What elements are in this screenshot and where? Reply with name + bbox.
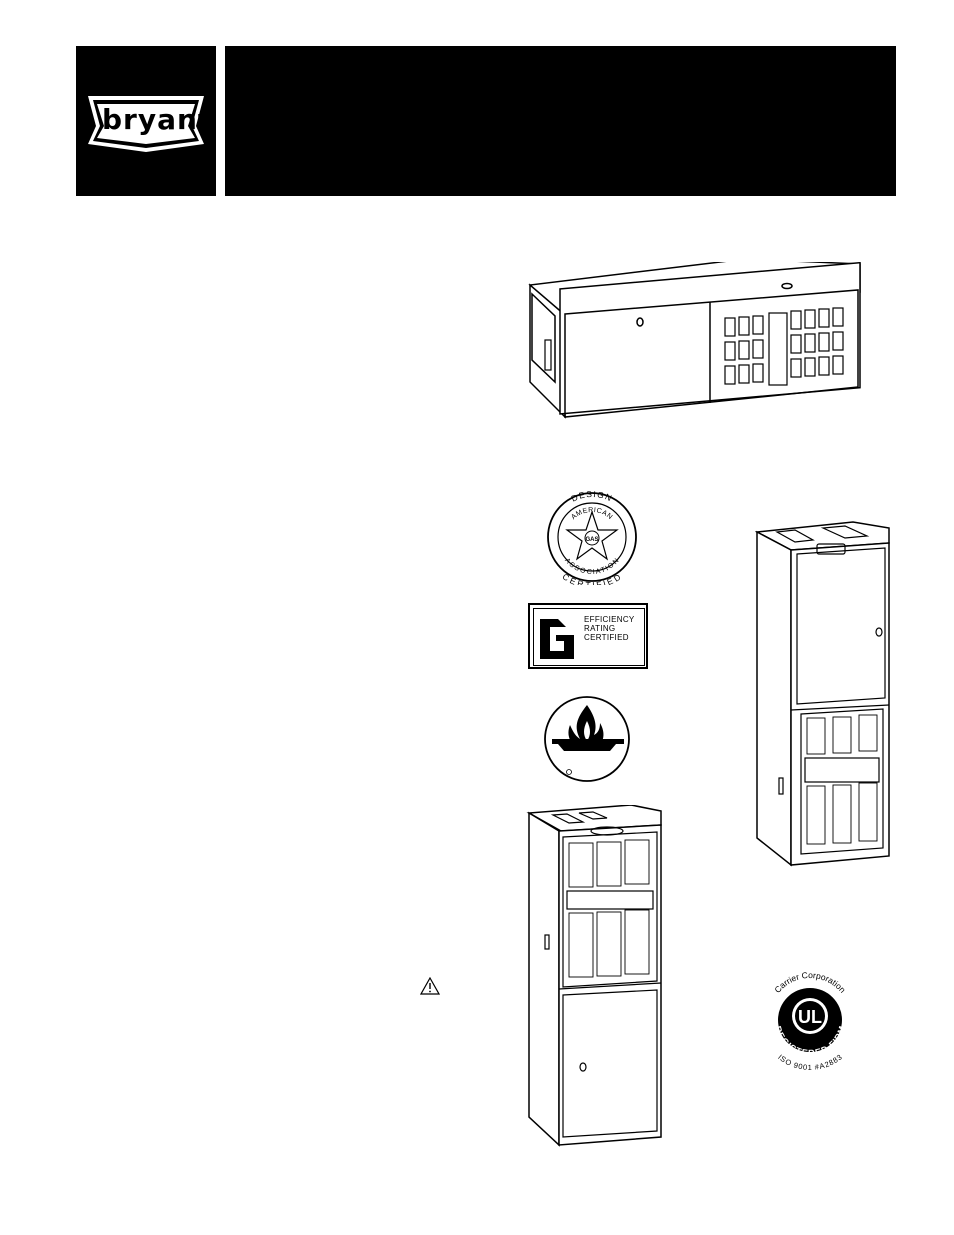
efficiency-g-icon (540, 619, 574, 659)
ul-mark-text: UL (798, 1007, 822, 1027)
efficiency-line1: EFFICIENCY (584, 615, 635, 624)
upflow-furnace-illustration (755, 521, 890, 867)
brand-logo-text: bryant (102, 103, 213, 136)
header-bar (225, 46, 896, 196)
efficiency-line3: CERTIFIED (584, 633, 629, 642)
efficiency-rating-badge: EFFICIENCY RATING CERTIFIED (528, 603, 648, 669)
brand-logo-block: bryant (76, 46, 216, 196)
ul-registered-firm-seal: UL Carrier Corporation REGISTERED FIRM I… (772, 970, 848, 1070)
bryant-logo (88, 96, 204, 152)
aga-design-text: DESIGN (570, 490, 615, 504)
aga-design-certified-badge: DESIGN CERTIFIED AMERICAN ASSOCIATION GA… (547, 490, 637, 585)
efficiency-line2: RATING (584, 624, 616, 633)
warning-triangle-icon (420, 977, 440, 995)
horizontal-furnace-illustration (528, 262, 861, 419)
upright-furnace-illustration (526, 805, 662, 1147)
flame-certification-seal (544, 696, 630, 782)
aga-gas-text: GAS (585, 537, 598, 543)
